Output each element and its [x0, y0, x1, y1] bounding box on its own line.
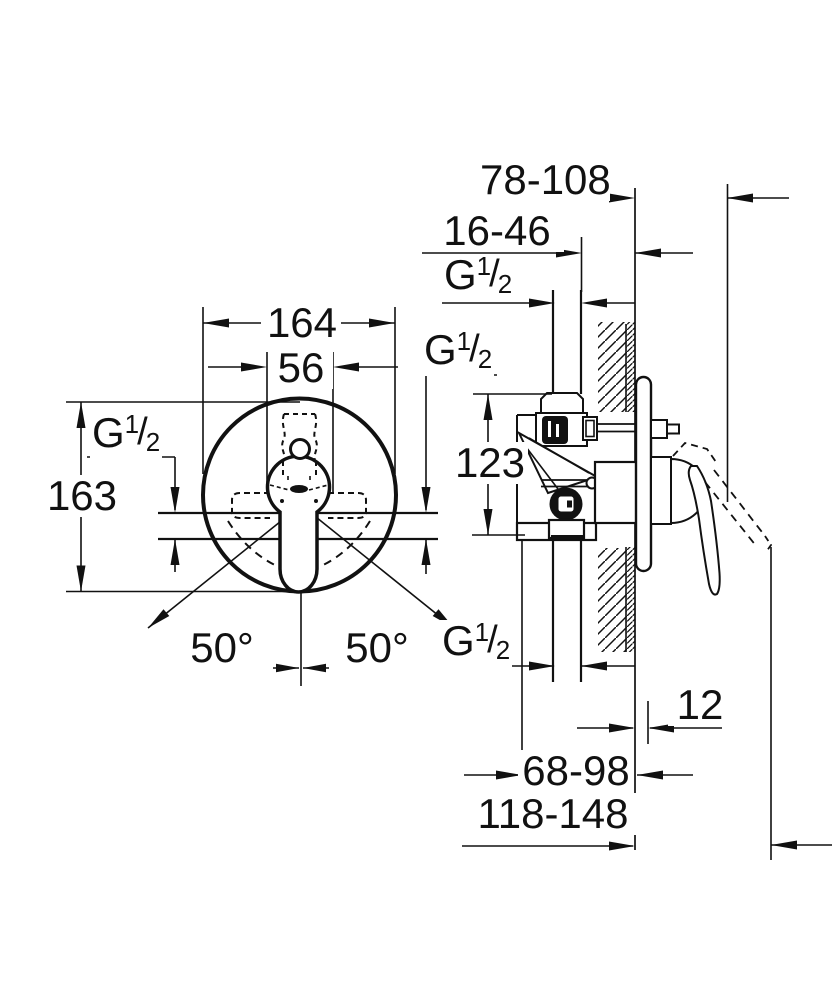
pipe-bottom: [551, 538, 583, 682]
dim-56-label: 56: [269, 347, 333, 389]
dim-123-label: 123: [452, 442, 528, 484]
escutcheon-plate-side: [634, 375, 653, 573]
lever-pointer: [290, 485, 308, 493]
dim-12-label: 12: [668, 684, 732, 726]
wall-hatch: [598, 322, 635, 652]
lever-swing-dashed: [227, 492, 371, 568]
thread-label-side-top: G1/2: [442, 251, 515, 301]
dim-118-148-label: 118-148: [468, 793, 638, 835]
dim-68-98-label: 68-98: [518, 750, 634, 792]
handle-raised-dashed: [672, 441, 773, 553]
front-view: [147, 396, 455, 686]
angle-ray-right: [300, 504, 455, 629]
pointer-dashes: [269, 476, 329, 491]
dim-50deg-left-label: 50°: [183, 627, 261, 669]
mounting-bolt: [597, 423, 639, 433]
top-elbow: [540, 392, 584, 414]
dim-16-46-label: 16-46: [430, 210, 564, 252]
dim-164-label: 164: [263, 302, 341, 344]
thread-fitting-dark: [542, 416, 568, 444]
dim-50deg-right-label: 50°: [338, 627, 416, 669]
pipe-top: [551, 290, 583, 394]
thread-label-front-right: G1/2: [422, 326, 495, 376]
thread-label-side-bottom: G1/2: [440, 617, 513, 667]
angle-ray-left: [147, 504, 302, 629]
concealed-body-dashed: [281, 413, 318, 475]
dim-163-label: 163: [40, 475, 124, 517]
dim-78-108-label: 78-108: [478, 156, 611, 203]
handle-lever: [687, 465, 721, 596]
cartridge-housing: [593, 460, 639, 525]
arrowheads: [76, 193, 797, 851]
outlet-stud: [650, 419, 668, 439]
handle-sleeve: [650, 456, 672, 525]
side-view: [515, 188, 773, 850]
screw-circle: [289, 438, 311, 460]
thread-label-front-left: G1/2: [90, 409, 163, 459]
